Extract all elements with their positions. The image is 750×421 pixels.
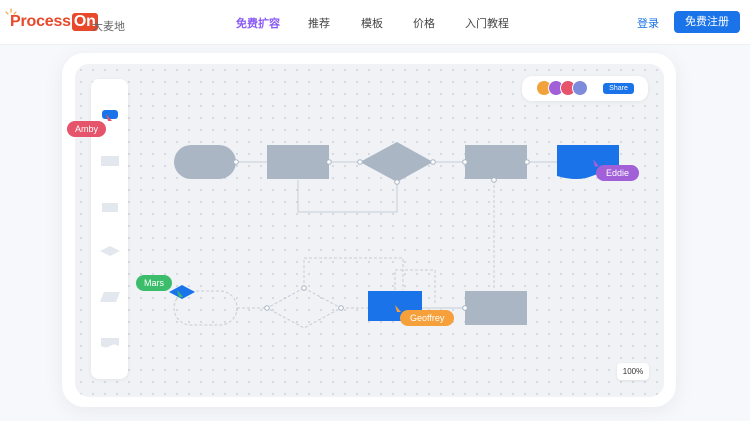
collaborator-tag-eddie: Eddie	[596, 165, 640, 181]
anchor-point[interactable]	[430, 159, 436, 165]
anchor-point[interactable]	[462, 305, 468, 311]
logo-on-badge: On	[71, 13, 98, 31]
share-button[interactable]: Share	[603, 83, 634, 94]
connectors	[236, 161, 557, 309]
collaborator-tag-geoffrey: Geoffrey	[400, 310, 455, 326]
process-tool-icon[interactable]	[99, 201, 121, 213]
parallelogram-tool-icon[interactable]	[99, 291, 121, 303]
document-tool-icon[interactable]	[99, 337, 121, 349]
spark-icon	[5, 8, 17, 15]
terminator-shape[interactable]	[174, 145, 236, 179]
login-link[interactable]: 登录	[637, 18, 659, 30]
eddie-cursor-icon	[593, 159, 599, 167]
collaborator-tag-amby: Amby	[67, 121, 107, 137]
nav-item-pricing[interactable]: 价格	[413, 18, 435, 30]
anchor-point[interactable]	[357, 159, 363, 165]
signup-button[interactable]: 免费注册	[674, 11, 740, 33]
avatar[interactable]	[572, 80, 588, 96]
anchor-point[interactable]	[524, 159, 530, 165]
decision-tool-icon[interactable]	[99, 245, 121, 257]
anchor-point[interactable]	[301, 285, 307, 291]
collaborator-tag-mars: Mars	[136, 275, 172, 291]
process-shape[interactable]	[267, 145, 329, 179]
decision-shape-ghost[interactable]	[265, 287, 343, 329]
diagram-canvas[interactable]	[75, 64, 664, 397]
decision-shape[interactable]	[360, 142, 433, 182]
logo-subtitle: 大麦地	[92, 21, 125, 33]
rounded-rect-tool-icon[interactable]	[99, 109, 121, 121]
nav-item-recommend[interactable]: 推荐	[308, 18, 330, 30]
connector	[297, 180, 398, 213]
process-shape[interactable]	[465, 291, 527, 325]
connector	[303, 257, 404, 290]
collaborators-bar: Share	[522, 76, 648, 101]
nav-item-free-expand[interactable]: 免费扩容	[236, 18, 280, 30]
nav-item-templates[interactable]: 模板	[361, 18, 383, 30]
anchor-point[interactable]	[233, 159, 239, 165]
anchor-point[interactable]	[338, 305, 344, 311]
anchor-point[interactable]	[264, 305, 270, 311]
anchor-point[interactable]	[491, 177, 497, 183]
process-shape[interactable]	[465, 145, 527, 179]
geoffrey-cursor-icon	[395, 305, 401, 312]
anchor-point[interactable]	[326, 159, 332, 165]
rectangle-tool-icon[interactable]	[99, 155, 121, 167]
amby-cursor-icon	[106, 114, 112, 121]
anchor-point[interactable]	[462, 159, 468, 165]
connection-points	[233, 159, 530, 311]
connector	[394, 269, 436, 305]
anchor-point[interactable]	[394, 179, 400, 185]
nav-item-tutorials[interactable]: 入门教程	[465, 18, 509, 30]
zoom-level[interactable]: 100%	[617, 363, 649, 380]
decision-shape-dragging[interactable]	[169, 285, 195, 299]
logo-name: Process	[10, 13, 71, 30]
mars-cursor-icon	[177, 290, 183, 297]
terminator-shape-ghost[interactable]	[173, 290, 238, 326]
